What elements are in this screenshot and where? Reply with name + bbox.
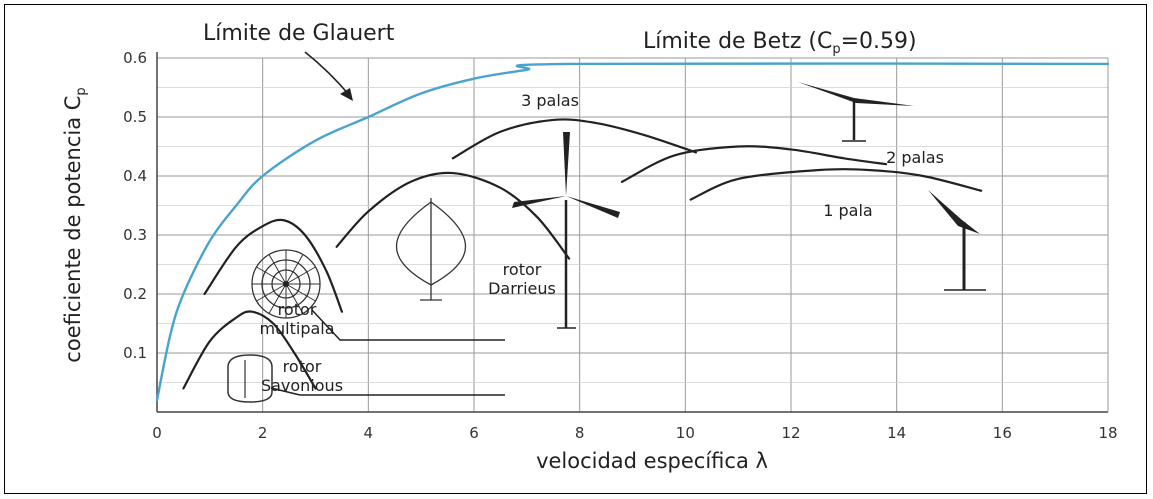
- x-axis-label: velocidad específica λ: [536, 449, 768, 473]
- multipala-icon-hub: [283, 281, 289, 287]
- multipala-icon-spoke: [285, 283, 316, 302]
- y-tick-label: 0.5: [123, 108, 147, 126]
- savonius-icon: [227, 354, 273, 403]
- glauert-annotation: Límite de Glauert: [203, 21, 395, 46]
- multipala-icon-spoke: [285, 283, 304, 314]
- curve-rotor-darrieus: [335, 171, 571, 260]
- multipala-icon-spoke: [268, 254, 287, 285]
- y-axis-label-sub: p: [74, 87, 89, 95]
- x-tick-label: 8: [575, 424, 585, 442]
- glauert-arrowhead: [340, 88, 353, 101]
- y-tick-label: 0.1: [123, 344, 147, 362]
- curve-l-mite-de-glauert: [155, 62, 1110, 402]
- axes: [156, 52, 1109, 413]
- betz-suffix: =0.59): [841, 29, 917, 54]
- x-tick-label: 16: [993, 424, 1012, 442]
- rotor-illustrations: [227, 82, 986, 403]
- multipala-icon-spoke: [285, 266, 316, 285]
- x-tick-label: 18: [1098, 424, 1117, 442]
- curve-label: rotor: [278, 300, 317, 319]
- curves: [155, 62, 1110, 402]
- y-axis-label: coeficiente de potencia Cp: [61, 87, 89, 362]
- y-tick-label: 0.4: [123, 167, 147, 185]
- multipala-icon-spoke: [285, 254, 304, 285]
- x-tick-label: 4: [364, 424, 374, 442]
- three-blade-icon-blade: [566, 196, 620, 218]
- curve-rotor-savonious: [182, 310, 317, 390]
- curve-labels: rotorSavoniousrotormultipalarotorDarrieu…: [259, 91, 944, 396]
- glauert-arrow: [304, 51, 351, 97]
- curve-label: Savonious: [261, 376, 343, 395]
- x-tick-label: 12: [781, 424, 800, 442]
- x-tick-label: 10: [676, 424, 695, 442]
- curve-label: rotor: [503, 260, 542, 279]
- betz-sub: p: [832, 42, 840, 57]
- curve-label: Darrieus: [488, 279, 556, 298]
- one-blade-icon-blade: [928, 190, 980, 234]
- betz-prefix: Límite de Betz (C: [643, 29, 832, 54]
- multipala-icon-spoke: [256, 283, 287, 302]
- curve-3-palas: [451, 118, 697, 160]
- curve-2-palas: [620, 145, 888, 183]
- tick-labels: 0 2 4 6 8 10 12 14 16 18 0.1 0.2 0.3 0.4 0.5 0.6: [123, 49, 1117, 442]
- curve-1-pala: [689, 168, 983, 201]
- x-tick-label: 0: [152, 424, 162, 442]
- multipala-icon-spoke: [256, 266, 287, 285]
- curve-label: rotor: [283, 357, 322, 376]
- curve-label: 2 palas: [886, 148, 944, 167]
- three-blade-icon-blade: [563, 132, 570, 196]
- curve-label: 1 pala: [823, 201, 872, 220]
- y-tick-label: 0.6: [123, 49, 147, 67]
- betz-annotation: Límite de Betz (Cp=0.59): [643, 29, 917, 57]
- x-tick-label: 2: [258, 424, 268, 442]
- curve-label: 3 palas: [521, 91, 579, 110]
- savonious-leader-tip: [270, 387, 301, 396]
- figure-frame: [4, 4, 1147, 494]
- x-tick-label: 14: [887, 424, 906, 442]
- y-tick-label: 0.2: [123, 285, 147, 303]
- y-tick-label: 0.3: [123, 226, 147, 244]
- x-tick-label: 6: [469, 424, 479, 442]
- y-axis-label-main: coeficiente de potencia C: [61, 96, 85, 363]
- multipala-leader: [311, 309, 505, 341]
- curve-label: multipala: [259, 319, 334, 338]
- multipala-icon-spoke: [268, 283, 287, 314]
- two-blade-icon-blades: [798, 82, 914, 106]
- curve-rotor-multipala: [203, 218, 344, 313]
